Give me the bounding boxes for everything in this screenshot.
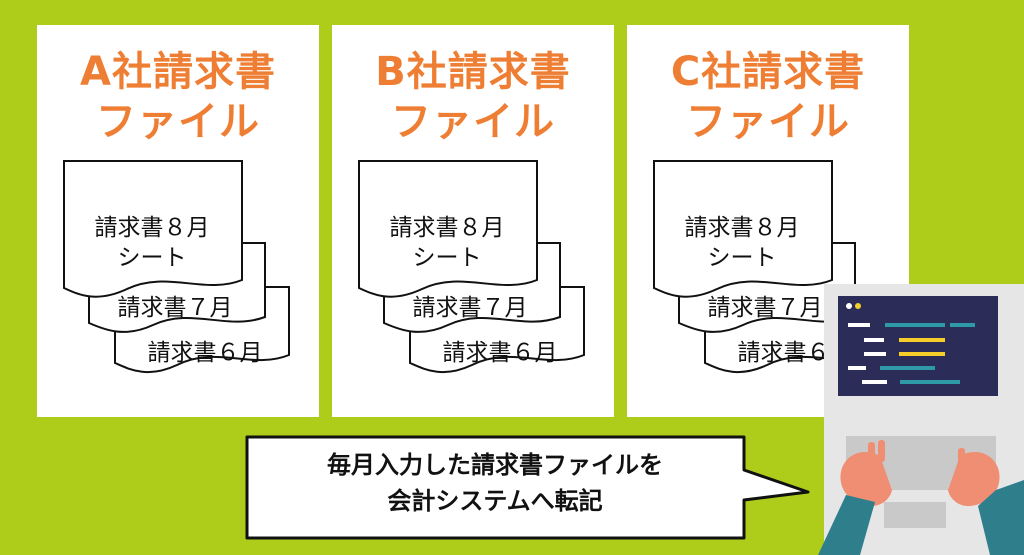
sheet-june-label: 請求書６月 [147, 340, 263, 366]
sheet-august-label: 請求書８月 シート [94, 215, 210, 271]
sheet-july-label: 請求書７月 [412, 295, 528, 321]
sheet-august [63, 160, 243, 298]
sheet-august [358, 160, 538, 298]
screen-dot [846, 303, 852, 309]
panel-title: C社請求書 ファイル [670, 49, 866, 145]
panel-company-c: C社請求書 ファイル 請求書６月 請求書７月 請求書８月 シート [627, 25, 909, 417]
document-stack-icon [358, 160, 585, 374]
panel-title: A社請求書 ファイル [80, 49, 276, 145]
hands-icon [818, 440, 1024, 555]
sheet-august [653, 160, 833, 298]
sheet-august-label: 請求書８月 シート [684, 215, 800, 271]
trackpad [884, 502, 946, 528]
document-stack-icon [63, 160, 290, 374]
sheet-august-label: 請求書８月 シート [389, 215, 505, 271]
callout-text: 毎月入力した請求書ファイルを 会計システムへ転記 [327, 451, 663, 515]
laptop-screen [838, 296, 998, 396]
panel-title: B社請求書 ファイル [375, 49, 571, 145]
panel-company-b: B社請求書 ファイル 請求書６月 請求書７月 請求書８月 シート [332, 25, 614, 417]
sheet-june-label: 請求書６月 [442, 340, 558, 366]
sheet-july-label: 請求書７月 [707, 295, 823, 321]
sheet-july-label: 請求書７月 [117, 295, 233, 321]
panel-company-a: A社請求書 ファイル 請求書６月 請求書７月 請求書８月 シート [37, 25, 319, 417]
screen-dot [855, 303, 861, 309]
document-stack-icon [653, 160, 880, 374]
